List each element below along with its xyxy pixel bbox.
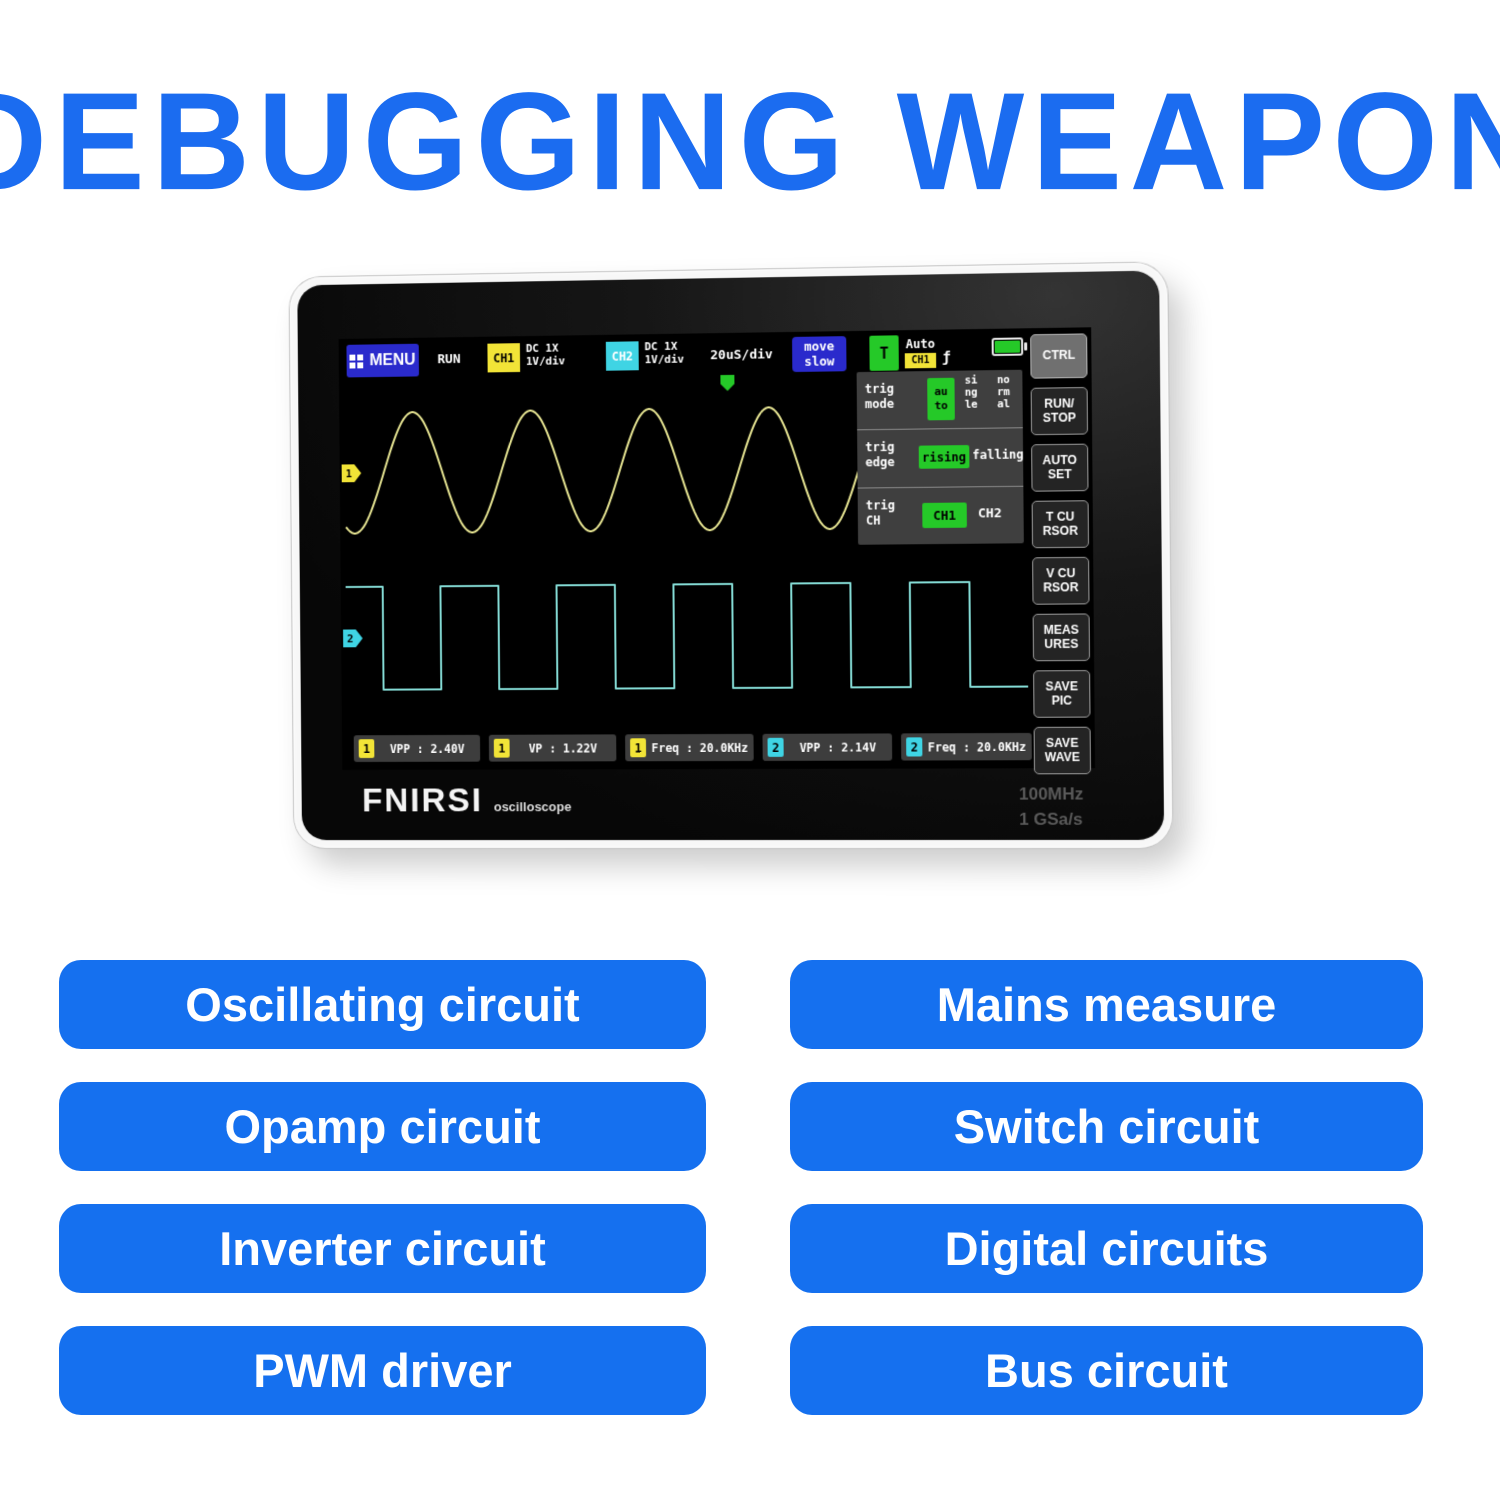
measurement-vpp-ch1: 1 VPP : 2.40V: [353, 734, 481, 762]
v-cursor-button[interactable]: V CU RSOR: [1032, 556, 1090, 605]
measurement-vpp-ch2: 2 VPP : 2.14V: [762, 733, 893, 761]
feature-grid: Oscillating circuit Mains measure Opamp …: [59, 960, 1423, 1415]
measurement-bar: 1 VPP : 2.40V 1 VP : 1.22V 1 Freq : 20.0…: [353, 732, 1032, 762]
ch1-meas-badge: 1: [493, 738, 510, 758]
measurement-freq-ch2: 2 Freq : 20.0KHz: [901, 732, 1032, 761]
timebase-value[interactable]: 20uS/div: [710, 347, 773, 364]
trig-mode-row: trig mode au to si ng le no rm al: [856, 369, 1023, 431]
feature-inverter-circuit[interactable]: Inverter circuit: [59, 1204, 706, 1293]
svg-text:1: 1: [346, 467, 353, 480]
move-slow-button[interactable]: move slow: [792, 336, 847, 373]
trig-mode-single-option[interactable]: si ng le: [964, 374, 978, 411]
feature-digital-circuits[interactable]: Digital circuits: [790, 1204, 1423, 1293]
ch1-meas-badge: 1: [630, 738, 647, 758]
trigger-t-indicator[interactable]: T: [869, 335, 899, 371]
ch2-marker[interactable]: 2: [343, 629, 363, 648]
brand-name: FNIRSI: [361, 781, 484, 820]
brand-logo: FNIRSI oscilloscope: [362, 781, 572, 820]
trigger-menu-panel: trig mode au to si ng le no rm al trig e…: [856, 369, 1024, 546]
ch2-meas-badge: 2: [906, 737, 923, 757]
trigger-mode-status: Auto: [905, 336, 935, 352]
feature-mains-measure[interactable]: Mains measure: [790, 960, 1423, 1049]
battery-icon: [991, 337, 1028, 357]
feature-pwm-driver[interactable]: PWM driver: [59, 1326, 706, 1415]
auto-set-button[interactable]: AUTO SET: [1031, 443, 1089, 492]
t-cursor-button[interactable]: T CU RSOR: [1031, 500, 1090, 549]
ctrl-button[interactable]: CTRL: [1030, 333, 1088, 379]
trigger-edge-symbol: ƒ: [942, 349, 951, 366]
trig-edge-rising-option[interactable]: rising: [918, 445, 970, 469]
feature-opamp-circuit[interactable]: Opamp circuit: [59, 1082, 706, 1171]
ch1-meas-badge: 1: [358, 739, 375, 759]
ch1-badge[interactable]: CH1: [487, 343, 521, 373]
brand-subtitle: oscilloscope: [493, 799, 572, 815]
trigger-position-marker[interactable]: [720, 374, 735, 391]
feature-bus-circuit[interactable]: Bus circuit: [790, 1326, 1423, 1415]
ch2-settings: DC 1X 1V/div: [644, 339, 685, 367]
oscilloscope-screen: 1 2 MENU RUN CH1 DC 1X 1V/div CH2 DC 1X …: [338, 327, 1096, 775]
ch1-settings: DC 1X 1V/div: [525, 341, 566, 369]
measurement-freq-ch1: 1 Freq : 20.0KHz: [625, 733, 754, 762]
side-button-column: CTRL RUN/ STOP AUTO SET T CU RSOR V CU R…: [1030, 333, 1092, 775]
trig-ch-ch2-option[interactable]: CH2: [977, 506, 1002, 522]
measurement-vp-ch1: 1 VP : 1.22V: [488, 734, 617, 762]
trig-edge-row: trig edge rising falling: [857, 428, 1024, 489]
menu-button[interactable]: MENU: [346, 343, 420, 378]
trig-mode-normal-option[interactable]: no rm al: [996, 373, 1011, 411]
save-pic-button[interactable]: SAVE PIC: [1033, 670, 1091, 718]
trig-edge-falling-option[interactable]: falling: [972, 447, 1024, 463]
trig-ch-label: trig CH: [865, 498, 895, 528]
svg-text:2: 2: [347, 632, 354, 645]
run-status: RUN: [437, 352, 461, 368]
save-wave-button[interactable]: SAVE WAVE: [1033, 726, 1092, 775]
oscilloscope-device: 1 2 MENU RUN CH1 DC 1X 1V/div CH2 DC 1X …: [289, 262, 1173, 849]
trig-edge-label: trig edge: [865, 439, 895, 470]
trig-mode-label: trig mode: [864, 381, 895, 412]
menu-grid-icon: [349, 353, 364, 369]
trig-mode-auto-option[interactable]: au to: [927, 377, 955, 421]
page-title: DEBUGGING WEAPON: [0, 64, 1500, 220]
run-stop-button[interactable]: RUN/ STOP: [1030, 386, 1089, 436]
waveform-canvas: 1 2: [341, 374, 1095, 770]
ch2-meas-badge: 2: [767, 737, 784, 757]
device-specs: 100MHz 1 GSa/s: [1018, 784, 1084, 829]
trig-ch-row: trig CH CH1 CH2: [858, 487, 1024, 546]
feature-switch-circuit[interactable]: Switch circuit: [790, 1082, 1423, 1171]
ch1-marker[interactable]: 1: [341, 464, 362, 483]
device-bezel: 1 2 MENU RUN CH1 DC 1X 1V/div CH2 DC 1X …: [297, 270, 1165, 841]
feature-oscillating-circuit[interactable]: Oscillating circuit: [59, 960, 706, 1049]
ch2-badge[interactable]: CH2: [605, 341, 639, 371]
trig-ch-ch1-option[interactable]: CH1: [922, 502, 967, 529]
trigger-source-badge: CH1: [904, 352, 937, 369]
menu-label: MENU: [369, 351, 416, 369]
measures-button[interactable]: MEAS URES: [1032, 613, 1091, 662]
